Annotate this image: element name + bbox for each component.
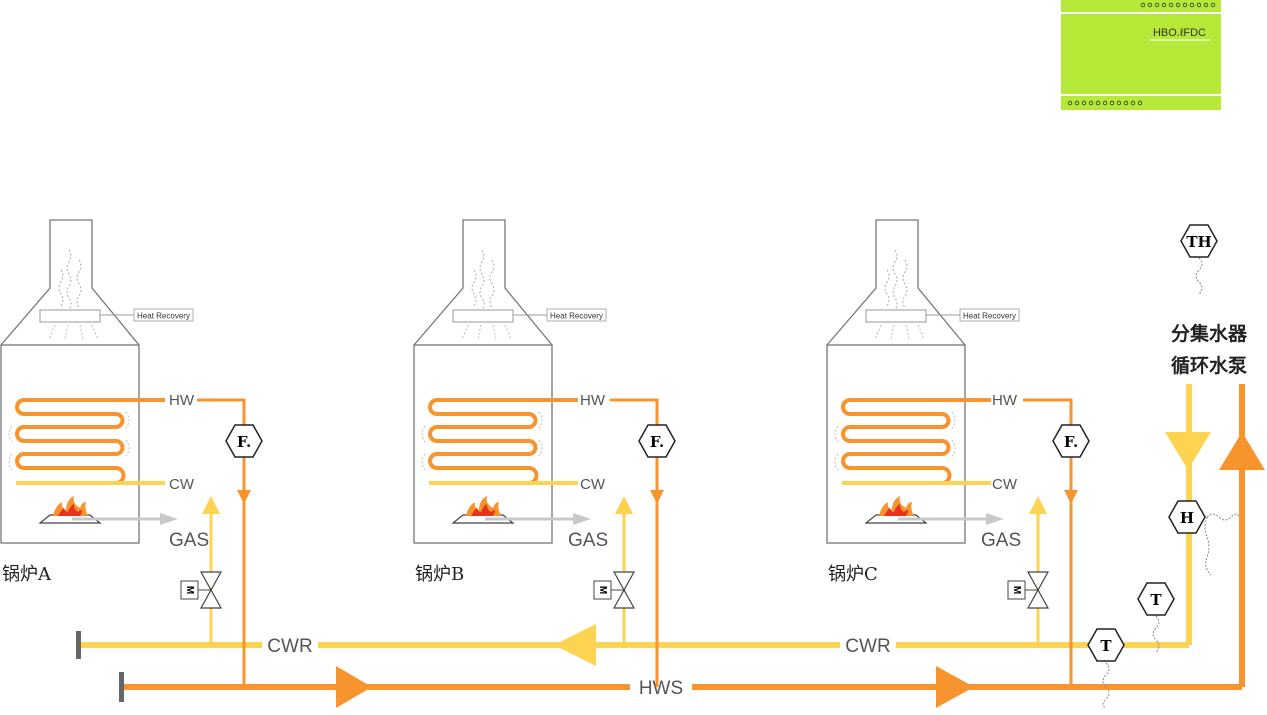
pump-label-line1: 分集水器 [1171, 322, 1248, 345]
boiler-c-flow-sensor: F. [1052, 424, 1090, 458]
boiler-b-hw-pipe [610, 398, 659, 687]
boiler-b-heat-recovery-unit [452, 309, 514, 323]
boiler-a-name: 锅炉A [2, 564, 52, 585]
h-sensor: H [1168, 500, 1240, 576]
boiler-b-name: 锅炉B [415, 564, 464, 585]
boiler-a-gas-arrow [160, 513, 178, 525]
boiler-a-hw-pipe [197, 398, 246, 687]
boiler-c-chimney [826, 219, 966, 544]
boiler-a-chimney [0, 219, 140, 544]
boiler-b: Heat Recovery GAS HW CW 锅炉B F. M [413, 219, 676, 687]
boiler-b-burner [451, 514, 515, 524]
boiler-b-flame-icon [466, 496, 501, 516]
svg-text:TH: TH [1186, 233, 1211, 251]
hws-flow-arrow-2 [936, 666, 974, 708]
t-sensor-lower: T [1087, 628, 1125, 709]
boiler-a: Heat Recovery GAS HW CW 锅炉A F. M [0, 219, 263, 687]
boiler-c-name: 锅炉C [828, 564, 878, 585]
boiler-a-flame-icon [53, 496, 88, 516]
boiler-a-gas-label: GAS [169, 530, 209, 551]
cwr-flow-arrow [554, 624, 596, 666]
boiler-b-valve: M [593, 571, 636, 609]
hws-riser-arrow [1219, 432, 1265, 470]
supply-riser-arrow [1165, 432, 1211, 470]
controller-panel: HBO.ℓFDC [1061, 0, 1221, 110]
svg-text:M: M [1011, 586, 1022, 594]
svg-text:H: H [1180, 509, 1194, 527]
boiler-c-hw-label: HW [992, 392, 1018, 409]
boiler-b-flow-sensor: F. [638, 424, 676, 458]
boiler-c-valve: M [1007, 571, 1050, 609]
boiler-c-gas-arrow [986, 513, 1004, 525]
boiler-a-burner [38, 514, 102, 524]
svg-text:M: M [597, 586, 608, 594]
hws-label: HWS [639, 678, 683, 699]
hws-flow-arrow-1 [336, 666, 372, 708]
boiler-c-cw-label: CW [992, 476, 1018, 493]
boiler-a-heat-recovery-unit [39, 309, 101, 323]
boiler-b-cw-label: CW [580, 476, 606, 493]
boiler-b-coil [428, 398, 578, 485]
boiler-c-heat-recovery-unit [865, 309, 927, 323]
th-sensor: TH [1180, 224, 1218, 295]
svg-text:T: T [1100, 637, 1112, 655]
svg-text:M: M [184, 586, 195, 594]
boiler-c-hw-pipe [1023, 398, 1073, 687]
svg-text:T: T [1150, 591, 1162, 609]
controller-led-row-bottom [1067, 100, 1143, 106]
pump-label-line2: 循环水泵 [1171, 354, 1247, 377]
boiler-b-gas-arrow [573, 513, 591, 525]
boiler-a-heat-recovery-label: Heat Recovery [137, 312, 190, 321]
boiler-a-flow-sensor: F. [225, 424, 263, 458]
svg-text:F.: F. [1064, 433, 1078, 451]
boiler-b-heat-recovery-label: Heat Recovery [550, 312, 603, 321]
t-sensor-upper: T [1137, 582, 1175, 653]
svg-text:F.: F. [650, 433, 664, 451]
boiler-a-cw-label: CW [169, 476, 195, 493]
boiler-b-hw-label: HW [580, 392, 606, 409]
cwr-end-cap [76, 631, 81, 659]
boiler-b-chimney [413, 219, 553, 544]
boiler-c-flame-icon [879, 496, 914, 516]
boiler-a-coil [15, 398, 165, 485]
boiler-b-gas-label: GAS [568, 530, 608, 551]
boiler-a-valve: M [180, 571, 223, 609]
boiler-c-heat-recovery-label: Heat Recovery [963, 312, 1016, 321]
cwr-label-right: CWR [845, 636, 890, 657]
svg-text:F.: F. [237, 433, 251, 451]
boiler-a-hw-label: HW [169, 392, 195, 409]
hws-end-cap [119, 672, 124, 702]
boiler-c-gas-label: GAS [981, 530, 1021, 551]
cwr-label-left: CWR [267, 636, 312, 657]
boiler-c: Heat Recovery GAS HW CW 锅炉C F. M [826, 219, 1090, 687]
boiler-c-coil [841, 398, 991, 485]
controller-label: HBO.ℓFDC [1153, 27, 1206, 39]
controller-led-row-top [1140, 2, 1216, 8]
boiler-c-burner [864, 514, 928, 524]
